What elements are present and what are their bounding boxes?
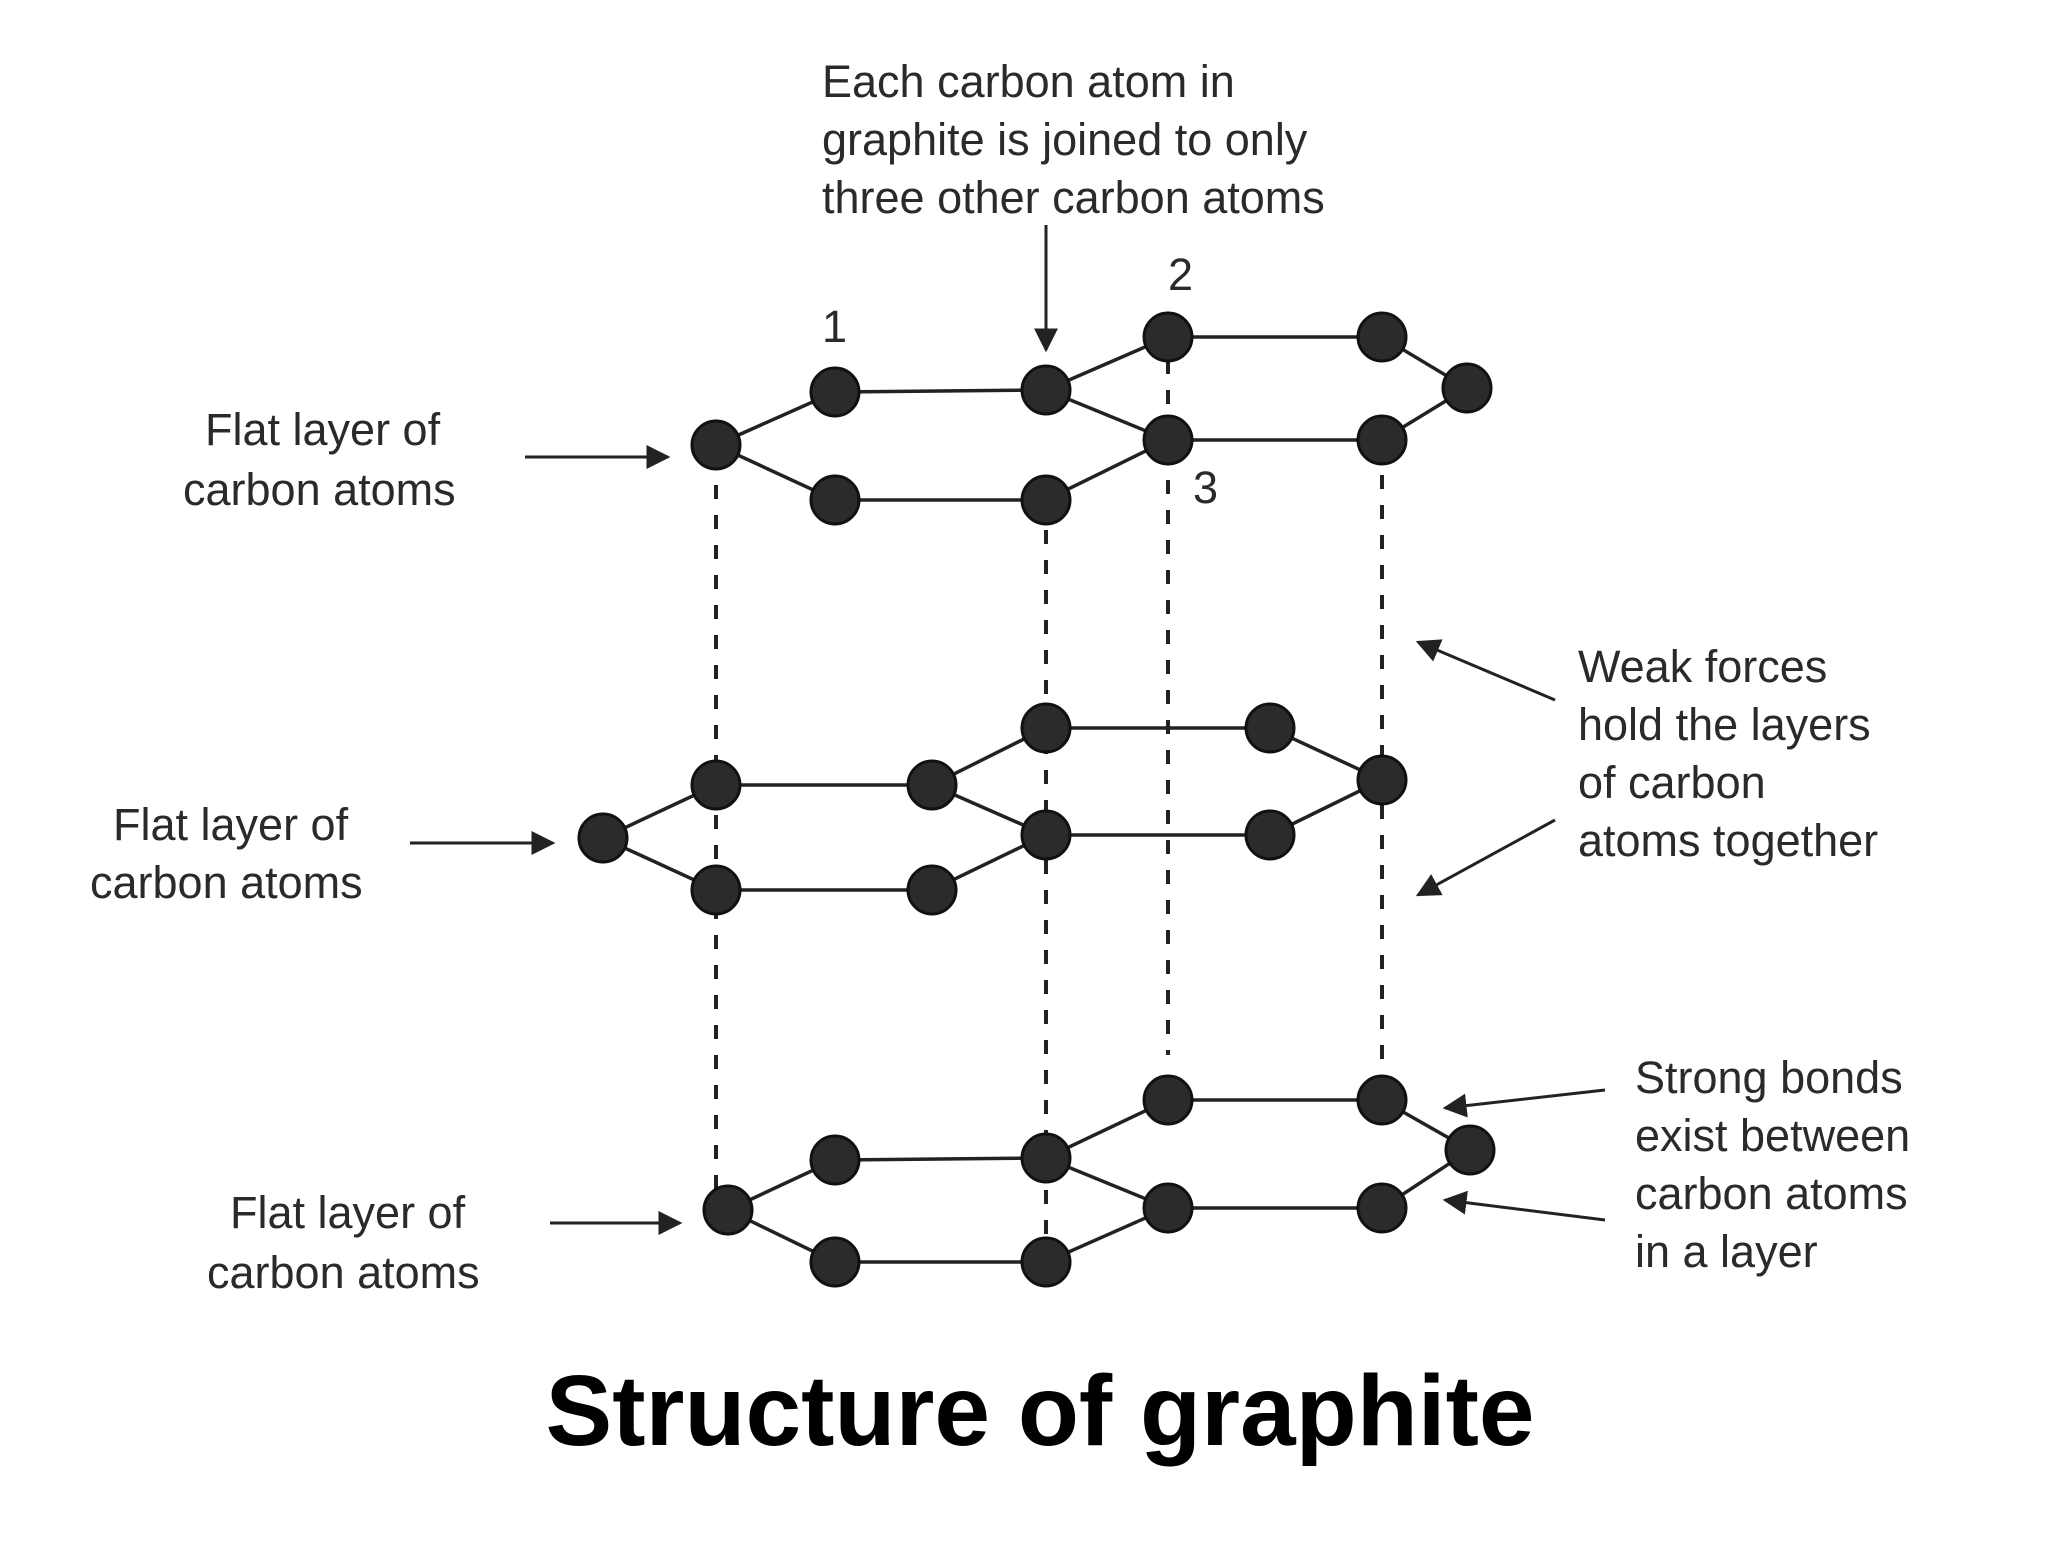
- figure-title: Structure of graphite: [546, 1355, 1535, 1467]
- top-layer-atoms: [690, 311, 1493, 526]
- carbon-atom: [1356, 754, 1408, 806]
- weak-forces-line-2: hold the layers: [1578, 699, 1871, 750]
- carbon-atom: [809, 474, 861, 526]
- carbon-atom: [1356, 414, 1408, 466]
- strong-bonds-arrow-up: [1442, 1088, 1606, 1118]
- top-note-line-1: Each carbon atom in: [822, 56, 1235, 107]
- strong-bonds-line-1: Strong bonds: [1635, 1052, 1903, 1103]
- carbon-atom: [577, 812, 629, 864]
- strong-bonds-line-4: in a layer: [1635, 1226, 1818, 1277]
- strong-bonds-line-3: carbon atoms: [1635, 1168, 1908, 1219]
- carbon-atom: [809, 1134, 861, 1186]
- layer-bottom-callout: Flat layer of carbon atoms: [207, 1187, 683, 1298]
- carbon-atom: [1244, 702, 1296, 754]
- carbon-atom: [690, 759, 742, 811]
- carbon-atom: [1020, 809, 1072, 861]
- middle-layer-atoms: [577, 702, 1408, 916]
- layer-top-callout: Flat layer of carbon atoms: [183, 404, 671, 515]
- carbon-atom: [702, 1184, 754, 1236]
- carbon-atom: [1356, 1074, 1408, 1126]
- carbon-atom: [809, 1236, 861, 1288]
- atom-number-3: 3: [1193, 462, 1218, 513]
- weak-forces-line-3: of carbon: [1578, 757, 1766, 808]
- weak-forces-line-1: Weak forces: [1578, 641, 1827, 692]
- carbon-atom: [1020, 702, 1072, 754]
- carbon-atom: [1142, 311, 1194, 363]
- carbon-atom: [1020, 474, 1072, 526]
- layer-bottom-line-2: carbon atoms: [207, 1247, 480, 1298]
- carbon-atom: [906, 759, 958, 811]
- carbon-atom: [1142, 1182, 1194, 1234]
- atom-number-1: 1: [822, 301, 847, 352]
- layer-middle-line-2: carbon atoms: [90, 857, 363, 908]
- top-note-line-2: graphite is joined to only: [822, 114, 1308, 165]
- layer-middle-line-1: Flat layer of: [113, 799, 349, 850]
- strong-bonds-callout: Strong bonds exist between carbon atoms …: [1442, 1052, 1910, 1277]
- layer-middle-callout: Flat layer of carbon atoms: [90, 799, 556, 908]
- carbon-atom: [1441, 362, 1493, 414]
- carbon-atom: [1444, 1124, 1496, 1176]
- weak-forces-callout: Weak forces hold the layers of carbon at…: [1415, 639, 1878, 897]
- atom-number-2: 2: [1168, 249, 1193, 300]
- layer-bottom-line-1: Flat layer of: [230, 1187, 466, 1238]
- layer-top-line-2: carbon atoms: [183, 464, 456, 515]
- carbon-atom: [690, 419, 742, 471]
- carbon-atom: [1142, 1074, 1194, 1126]
- carbon-atom: [1356, 311, 1408, 363]
- layer-top-line-1: Flat layer of: [205, 404, 441, 455]
- top-note-line-3: three other carbon atoms: [822, 172, 1325, 223]
- carbon-atom: [1142, 414, 1194, 466]
- weak-forces-arrow-down: [1415, 818, 1556, 897]
- weak-forces-arrow-up: [1415, 639, 1556, 702]
- carbon-atom: [1244, 809, 1296, 861]
- carbon-atom: [1020, 1236, 1072, 1288]
- carbon-atom: [906, 864, 958, 916]
- carbon-atom: [1356, 1182, 1408, 1234]
- carbon-atom: [809, 366, 861, 418]
- bottom-layer-atoms: [702, 1074, 1496, 1288]
- carbon-atom: [690, 864, 742, 916]
- top-note-callout: Each carbon atom in graphite is joined t…: [822, 56, 1325, 353]
- weak-forces-line-4: atoms together: [1578, 815, 1878, 866]
- carbon-atom: [1020, 1132, 1072, 1184]
- carbon-atom: [1020, 364, 1072, 416]
- strong-bonds-arrow-down: [1442, 1190, 1606, 1222]
- strong-bonds-line-2: exist between: [1635, 1110, 1910, 1161]
